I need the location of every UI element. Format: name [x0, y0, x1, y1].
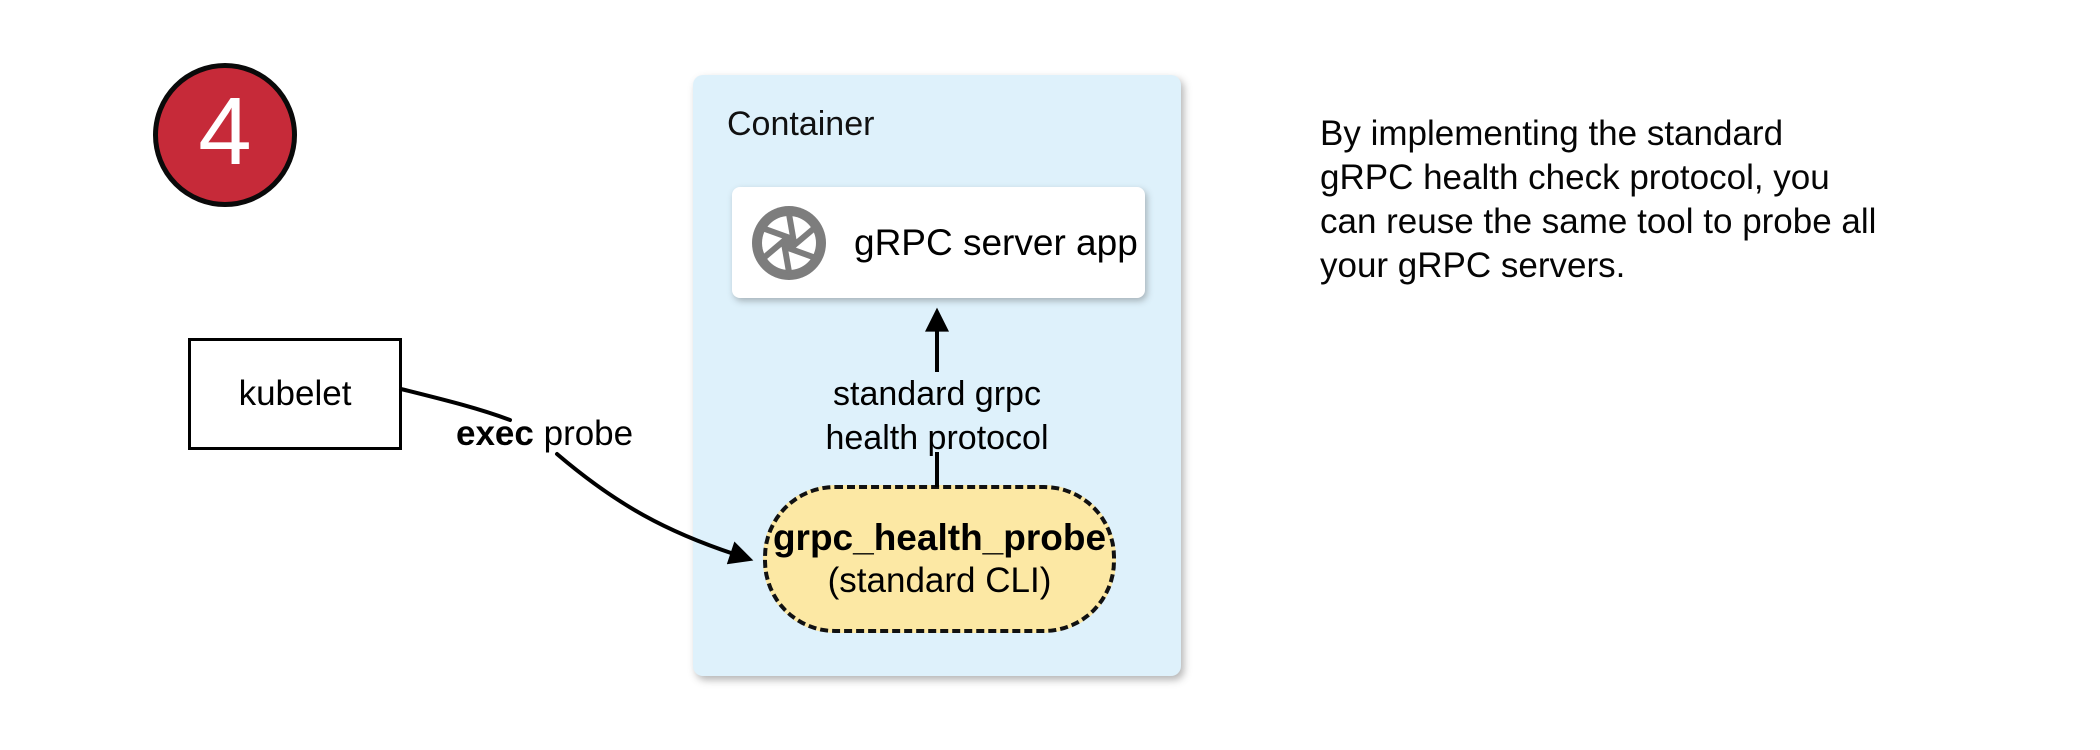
exec-probe-label: exec probe: [456, 414, 633, 454]
step-badge: 4: [153, 63, 297, 207]
health-protocol-label: standard grpc health protocol: [825, 375, 1049, 457]
container-node: Container gRPC server app standard grpc …: [693, 75, 1181, 676]
grpc-health-probe-title: grpc_health_probe: [772, 517, 1107, 558]
step-number: 4: [198, 78, 252, 185]
grpc-server-app-label: gRPC server app: [854, 221, 1138, 263]
annotation-text: By implementing the standard gRPC health…: [1320, 114, 1877, 285]
grpc-server-app-node: gRPC server app: [732, 187, 1145, 298]
container-title: Container: [727, 105, 875, 143]
kubelet-node: kubelet: [188, 338, 402, 450]
kubelet-label: kubelet: [238, 374, 352, 413]
grpc-health-probe-node: grpc_health_probe (standard CLI): [763, 485, 1116, 633]
aperture-shutter-icon: [752, 205, 826, 280]
exec-probe-label-bold: exec: [456, 414, 534, 453]
grpc-health-probe-subtitle: (standard CLI): [827, 561, 1052, 600]
exec-probe-label-rest: probe: [533, 414, 634, 453]
